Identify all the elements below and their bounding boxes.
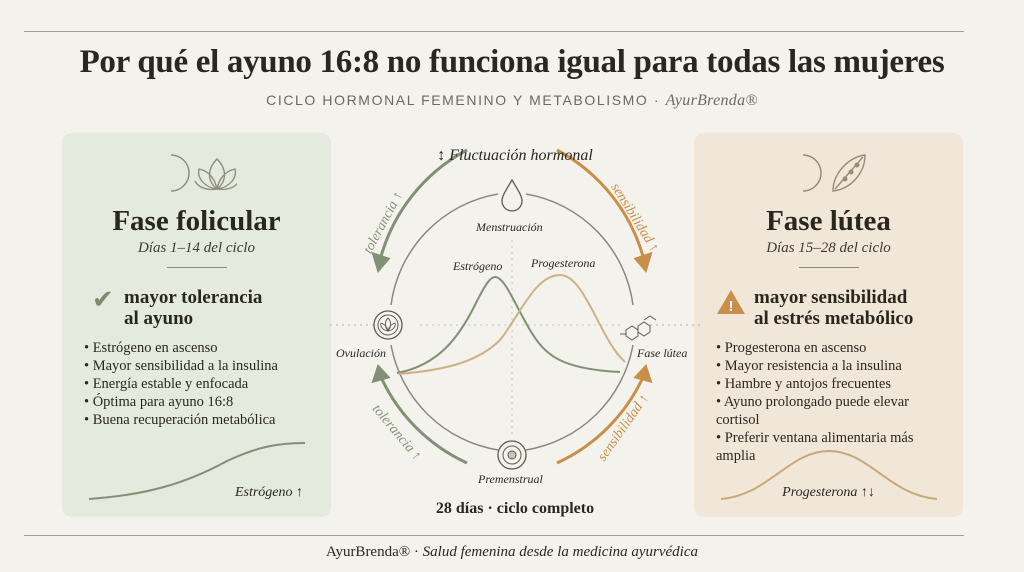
divider: [798, 267, 859, 268]
list-item: Preferir ventana alimentaria más amplia: [716, 429, 946, 465]
list-item: Ayuno prolongado puede elevar cortisol: [716, 393, 916, 429]
luteal-label: Fase lútea: [637, 346, 688, 360]
progesterone-line: [397, 273, 626, 375]
phase-days: Días 15–28 del ciclo: [766, 240, 891, 256]
cycle-circle: [390, 193, 634, 451]
list-item: Energía estable y enfocada: [84, 375, 278, 393]
footer: AyurBrenda® · Salud femenina desde la me…: [325, 544, 698, 560]
phase-bullets: Progesterona en ascenso Mayor resistenci…: [716, 339, 946, 465]
bottom-rule: [24, 535, 964, 536]
list-item: Mayor resistencia a la insulina: [716, 357, 946, 375]
estrogen-label: Estrógeno: [453, 259, 503, 273]
top-rule: [24, 31, 964, 32]
ovulation-label: Ovulación: [336, 346, 386, 360]
molecule-icon: [620, 315, 657, 341]
lotus-icon: [373, 310, 403, 340]
premenstrual-label: Premenstrual: [478, 472, 543, 486]
list-item: Buena recuperación metabólica: [84, 411, 278, 429]
moon-lotus-icon: [170, 154, 237, 192]
list-item: Progesterona en ascenso: [716, 339, 946, 357]
divider: [166, 267, 227, 268]
phase-title: Fase lútea: [766, 205, 891, 237]
phase-arrows: [371, 148, 653, 465]
cycle-length-label: 28 días · ciclo completo: [435, 500, 595, 517]
list-item: Óptima para ayuno 16:8: [84, 393, 278, 411]
estrogen-curve: [88, 442, 306, 500]
subtitle: CICLO HORMONAL FEMENINO Y METABOLISMO · …: [266, 92, 758, 109]
moon-seed-icon: [802, 154, 866, 192]
list-item: Estrógeno en ascenso: [84, 339, 278, 357]
menstruation-label: Menstruación: [476, 220, 543, 234]
list-item: Mayor sensibilidad a la insulina: [84, 357, 278, 375]
list-item: Hambre y antojos frecuentes: [716, 375, 946, 393]
phase-title: Fase folicular: [112, 205, 281, 237]
svg-text:!: !: [729, 298, 734, 315]
curve-label: Progesterona ↑↓: [782, 485, 875, 500]
fluctuation-label: ↕ Fluctuación hormonal: [437, 147, 593, 164]
phase-days: Días 1–14 del ciclo: [137, 240, 256, 256]
estrogen-line: [396, 275, 621, 374]
progesterone-curve: [720, 449, 938, 500]
warning-icon: !: [717, 290, 745, 315]
phase-bullets: Estrógeno en ascenso Mayor sensibilidad …: [84, 339, 278, 429]
check-icon: ✔: [92, 285, 114, 315]
hormonal-cycle-diagram: [330, 148, 700, 470]
luteal-phase-panel: Fase lútea Días 15–28 del ciclo ! mayor …: [694, 133, 963, 517]
progesterone-label: Progesterona: [531, 256, 596, 270]
follicular-phase-panel: Fase folicular Días 1–14 del ciclo ✔ may…: [62, 133, 331, 517]
curve-label: Estrógeno ↑: [234, 485, 303, 500]
cell-icon: [497, 440, 527, 470]
page-title: Por qué el ayuno 16:8 no funciona igual …: [79, 44, 945, 80]
drop-icon: [501, 178, 523, 212]
